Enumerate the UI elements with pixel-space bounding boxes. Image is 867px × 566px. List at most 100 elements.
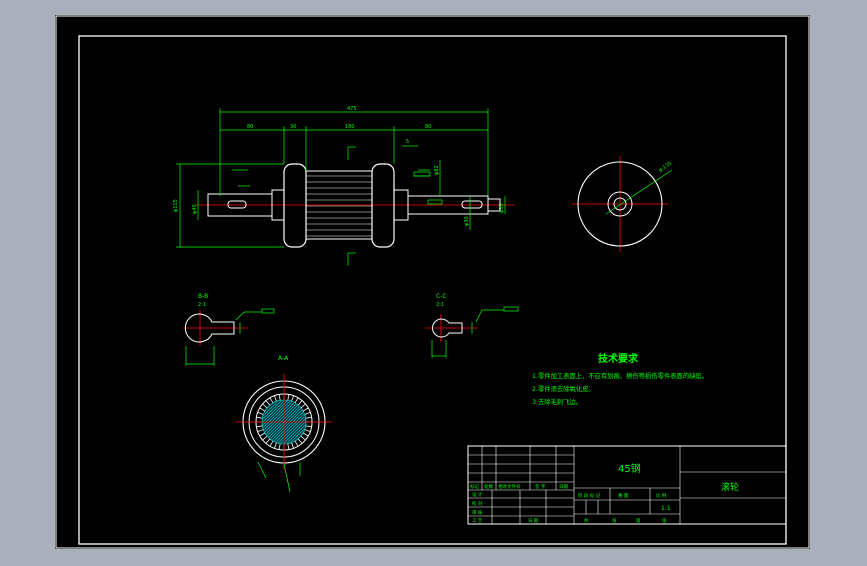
dim-dia-right-end: φ35 [499, 203, 505, 213]
tb-header-4: 日期 [559, 484, 568, 490]
end-view-outer-circle [577, 161, 663, 247]
spline-tooth [274, 442, 277, 449]
tb-row-process: 工 艺 [472, 518, 483, 524]
main-view: 475 80 30 180 80 5 φ115 φ40 φ82 φ30 φ35 [173, 106, 515, 266]
spline-tooth [302, 432, 309, 437]
tb-stage-mark: 阶 段 标 记 [578, 492, 601, 499]
tb-sheet-total: 共 [584, 517, 589, 524]
sheet-trim-border [55, 15, 810, 549]
spline-tooth [304, 412, 311, 415]
section-b-b-tolerance [261, 308, 275, 314]
hatch-line [276, 414, 304, 442]
tb-header-3: 签 字 [535, 483, 546, 490]
section-b-b-shape [184, 313, 235, 343]
spline-lines [306, 175, 372, 237]
hatch-line [263, 401, 287, 425]
main-dimensions [176, 108, 506, 266]
dim-dia-center: φ82 [434, 165, 440, 175]
spline-tooth [257, 429, 264, 432]
spline-tooth [304, 429, 311, 432]
hatch-line [263, 401, 281, 419]
tb-material: 45钢 [618, 462, 641, 475]
title-block-grid [468, 446, 786, 524]
section-c-c-scale: 2:1 [436, 302, 444, 308]
hatch-line [264, 402, 277, 415]
tb-row-review: 审 核 [472, 509, 483, 516]
tolerance-frame-1 [413, 171, 431, 177]
spline-tooth [287, 443, 290, 450]
dim-seg-a: 80 [247, 124, 253, 130]
spline-tooth [274, 395, 277, 402]
section-c-c: C-C 2:1 [425, 293, 519, 358]
spline-tooth [297, 400, 303, 406]
end-view-bore-circle [613, 197, 627, 211]
spline-tooth [269, 440, 274, 447]
technical-requirements: 技术要求 1.零件加工表面上，不应有划痕、擦伤等损伤零件表面的缺陷。 2.零件须… [532, 352, 708, 406]
spline-tooth [262, 403, 268, 409]
right-keyway [461, 200, 483, 209]
hatch-line [263, 401, 290, 428]
left-keyway [227, 200, 247, 209]
tb-header-2: 更改文件号 [498, 483, 521, 490]
dim-seg-b: 30 [290, 124, 296, 130]
title-block-header-labels: 标记 处数 更改文件号 签 字 日期 [470, 483, 568, 490]
tech-req-item-2: 2.零件须去除氧化皮。 [532, 384, 595, 393]
end-view-leader [605, 169, 673, 215]
end-view-hub-circle [607, 191, 633, 217]
hatch-line [265, 403, 294, 432]
title-block-frame [467, 445, 787, 525]
hatch-line [283, 421, 306, 444]
spline-tooth [291, 442, 294, 449]
tb-weight: 重 量 [618, 492, 629, 499]
main-dimension-texts: 475 80 30 180 80 5 φ115 φ40 φ82 φ30 φ35 [173, 106, 505, 226]
drawing-frame [78, 35, 787, 545]
tb-sheet-num-unit: 张 [662, 517, 667, 524]
title-block: 标记 处数 更改文件号 签 字 日期 设 计 校 对 审 核 工 艺 日 期 阶… [467, 445, 787, 525]
dim-seg-d: 80 [425, 124, 431, 130]
section-a-a: A-A [236, 355, 332, 493]
title-block-info-labels: 阶 段 标 记 重 量 比 例 共 张 第 张 [578, 492, 667, 524]
dim-overall-length: 475 [347, 106, 357, 112]
spline-tooth [300, 403, 306, 409]
spline-tooth [278, 394, 281, 401]
section-b-b-scale: 2:1 [198, 302, 206, 308]
spline-tooth [291, 395, 294, 402]
hatch-line [272, 410, 302, 440]
section-b-b: B-B 2:1 [183, 293, 275, 366]
dim-dia-left: φ115 [173, 199, 179, 212]
tb-scale-label: 比 例 [656, 492, 667, 499]
title-block-row-labels: 设 计 校 对 审 核 工 艺 日 期 [472, 491, 539, 524]
hatch-line [264, 402, 292, 430]
spline-tooth [256, 416, 263, 419]
hatch-line [262, 400, 285, 423]
hatch-line [287, 425, 305, 443]
spline-tooth [259, 432, 266, 437]
section-c-c-tolerance [503, 306, 519, 312]
hatch-line [278, 416, 305, 443]
dim-small-a: φ40 [192, 204, 198, 214]
spline-tooth [300, 435, 306, 441]
tech-req-item-1: 1.零件加工表面上，不应有划痕、擦伤等损伤零件表面的缺陷。 [532, 371, 708, 380]
hatch-line [270, 408, 301, 439]
hatch-line [274, 412, 303, 441]
tb-sheet-total-unit: 张 [612, 517, 617, 524]
tb-scale-value: 1:1 [661, 505, 671, 512]
hatch-line [291, 429, 304, 442]
drawing-sheet [55, 15, 810, 549]
spline-tooth [265, 400, 271, 406]
hatch-line [281, 419, 305, 443]
tolerance-frame-2 [427, 199, 443, 205]
tb-header-0: 标记 [470, 483, 479, 490]
tb-row-date: 日 期 [528, 518, 539, 524]
section-a-a-label: A-A [278, 355, 289, 362]
spline-tooth [287, 394, 290, 401]
spline-tooth [265, 438, 271, 444]
spline-tooth [257, 412, 264, 415]
section-b-b-label: B-B [198, 293, 208, 300]
spline-tooth [262, 435, 268, 441]
hatch-line [266, 404, 296, 434]
section-c-c-shape [432, 318, 463, 338]
spline-tooth [259, 407, 266, 412]
tb-row-design: 设 计 [472, 491, 483, 498]
